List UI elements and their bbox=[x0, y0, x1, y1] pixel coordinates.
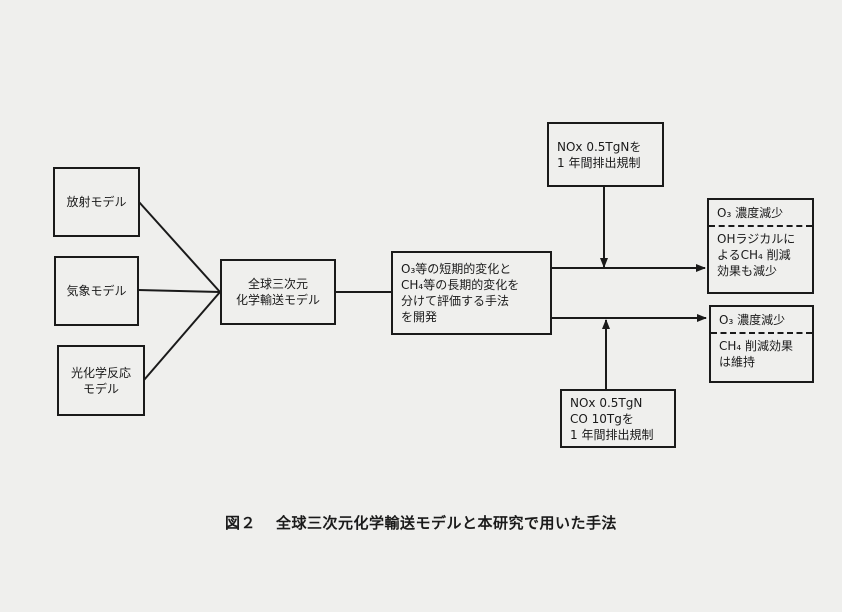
result-body-line: OHラジカルに bbox=[717, 232, 796, 246]
box-label: O₃等の短期的変化と bbox=[401, 262, 512, 276]
box-label: CH₄等の長期的変化を bbox=[401, 278, 520, 292]
radiation-model-box: 放射モデル bbox=[53, 167, 140, 237]
result-header: O₃ 濃度減少 bbox=[709, 200, 812, 227]
result-body-line: CH₄ 削減効果 bbox=[719, 339, 794, 353]
line-radiation-to-core bbox=[138, 201, 221, 293]
result-body-line: は維持 bbox=[719, 355, 756, 369]
box-label: 1 年間排出規制 bbox=[557, 155, 641, 170]
scenario-bottom-box: NOx 0.5TgN CO 10Tgを 1 年間排出規制 bbox=[560, 389, 676, 448]
box-label: NOx 0.5TgN bbox=[570, 395, 643, 410]
box-label: モデル bbox=[82, 381, 119, 396]
result-body-line: 効果も減少 bbox=[717, 264, 778, 278]
box-label: 全球三次元 bbox=[247, 277, 308, 291]
box-label: 気象モデル bbox=[66, 284, 127, 298]
box-label: 1 年間排出規制 bbox=[570, 427, 654, 442]
figure-caption: 図２ 全球三次元化学輸送モデルと本研究で用いた手法 bbox=[0, 512, 842, 533]
box-label: NOx 0.5TgNを bbox=[557, 139, 642, 154]
meteorology-model-box: 気象モデル bbox=[54, 256, 139, 326]
result-header-text: O₃ 濃度減少 bbox=[719, 313, 786, 327]
photochemistry-model-box: 光化学反応 モデル bbox=[57, 345, 145, 416]
core-model-box: 全球三次元 化学輸送モデル bbox=[220, 259, 336, 325]
box-label: 放射モデル bbox=[66, 195, 127, 209]
figure-title: 全球三次元化学輸送モデルと本研究で用いた手法 bbox=[276, 514, 618, 532]
line-meteorology-to-core bbox=[137, 289, 221, 293]
box-label: 分けて評価する手法 bbox=[401, 294, 510, 308]
figure-number: 図２ bbox=[224, 514, 256, 532]
result-bottom-box: O₃ 濃度減少 CH₄ 削減効果 は維持 bbox=[709, 305, 814, 383]
box-label: CO 10Tgを bbox=[570, 411, 634, 426]
box-label: 化学輸送モデル bbox=[235, 293, 320, 307]
line-photochem-to-core bbox=[143, 291, 221, 381]
method-box: O₃等の短期的変化と CH₄等の長期的変化を 分けて評価する手法 を開発 bbox=[391, 251, 552, 335]
scenario-top-box: NOx 0.5TgNを 1 年間排出規制 bbox=[547, 122, 664, 187]
result-body-line: よるCH₄ 削減 bbox=[717, 248, 791, 262]
result-top-box: O₃ 濃度減少 OHラジカルに よるCH₄ 削減 効果も減少 bbox=[707, 198, 814, 294]
box-label: を開発 bbox=[401, 310, 438, 324]
result-header-text: O₃ 濃度減少 bbox=[717, 206, 784, 220]
result-header: O₃ 濃度減少 bbox=[711, 307, 812, 334]
box-label: 光化学反応 bbox=[70, 365, 131, 380]
